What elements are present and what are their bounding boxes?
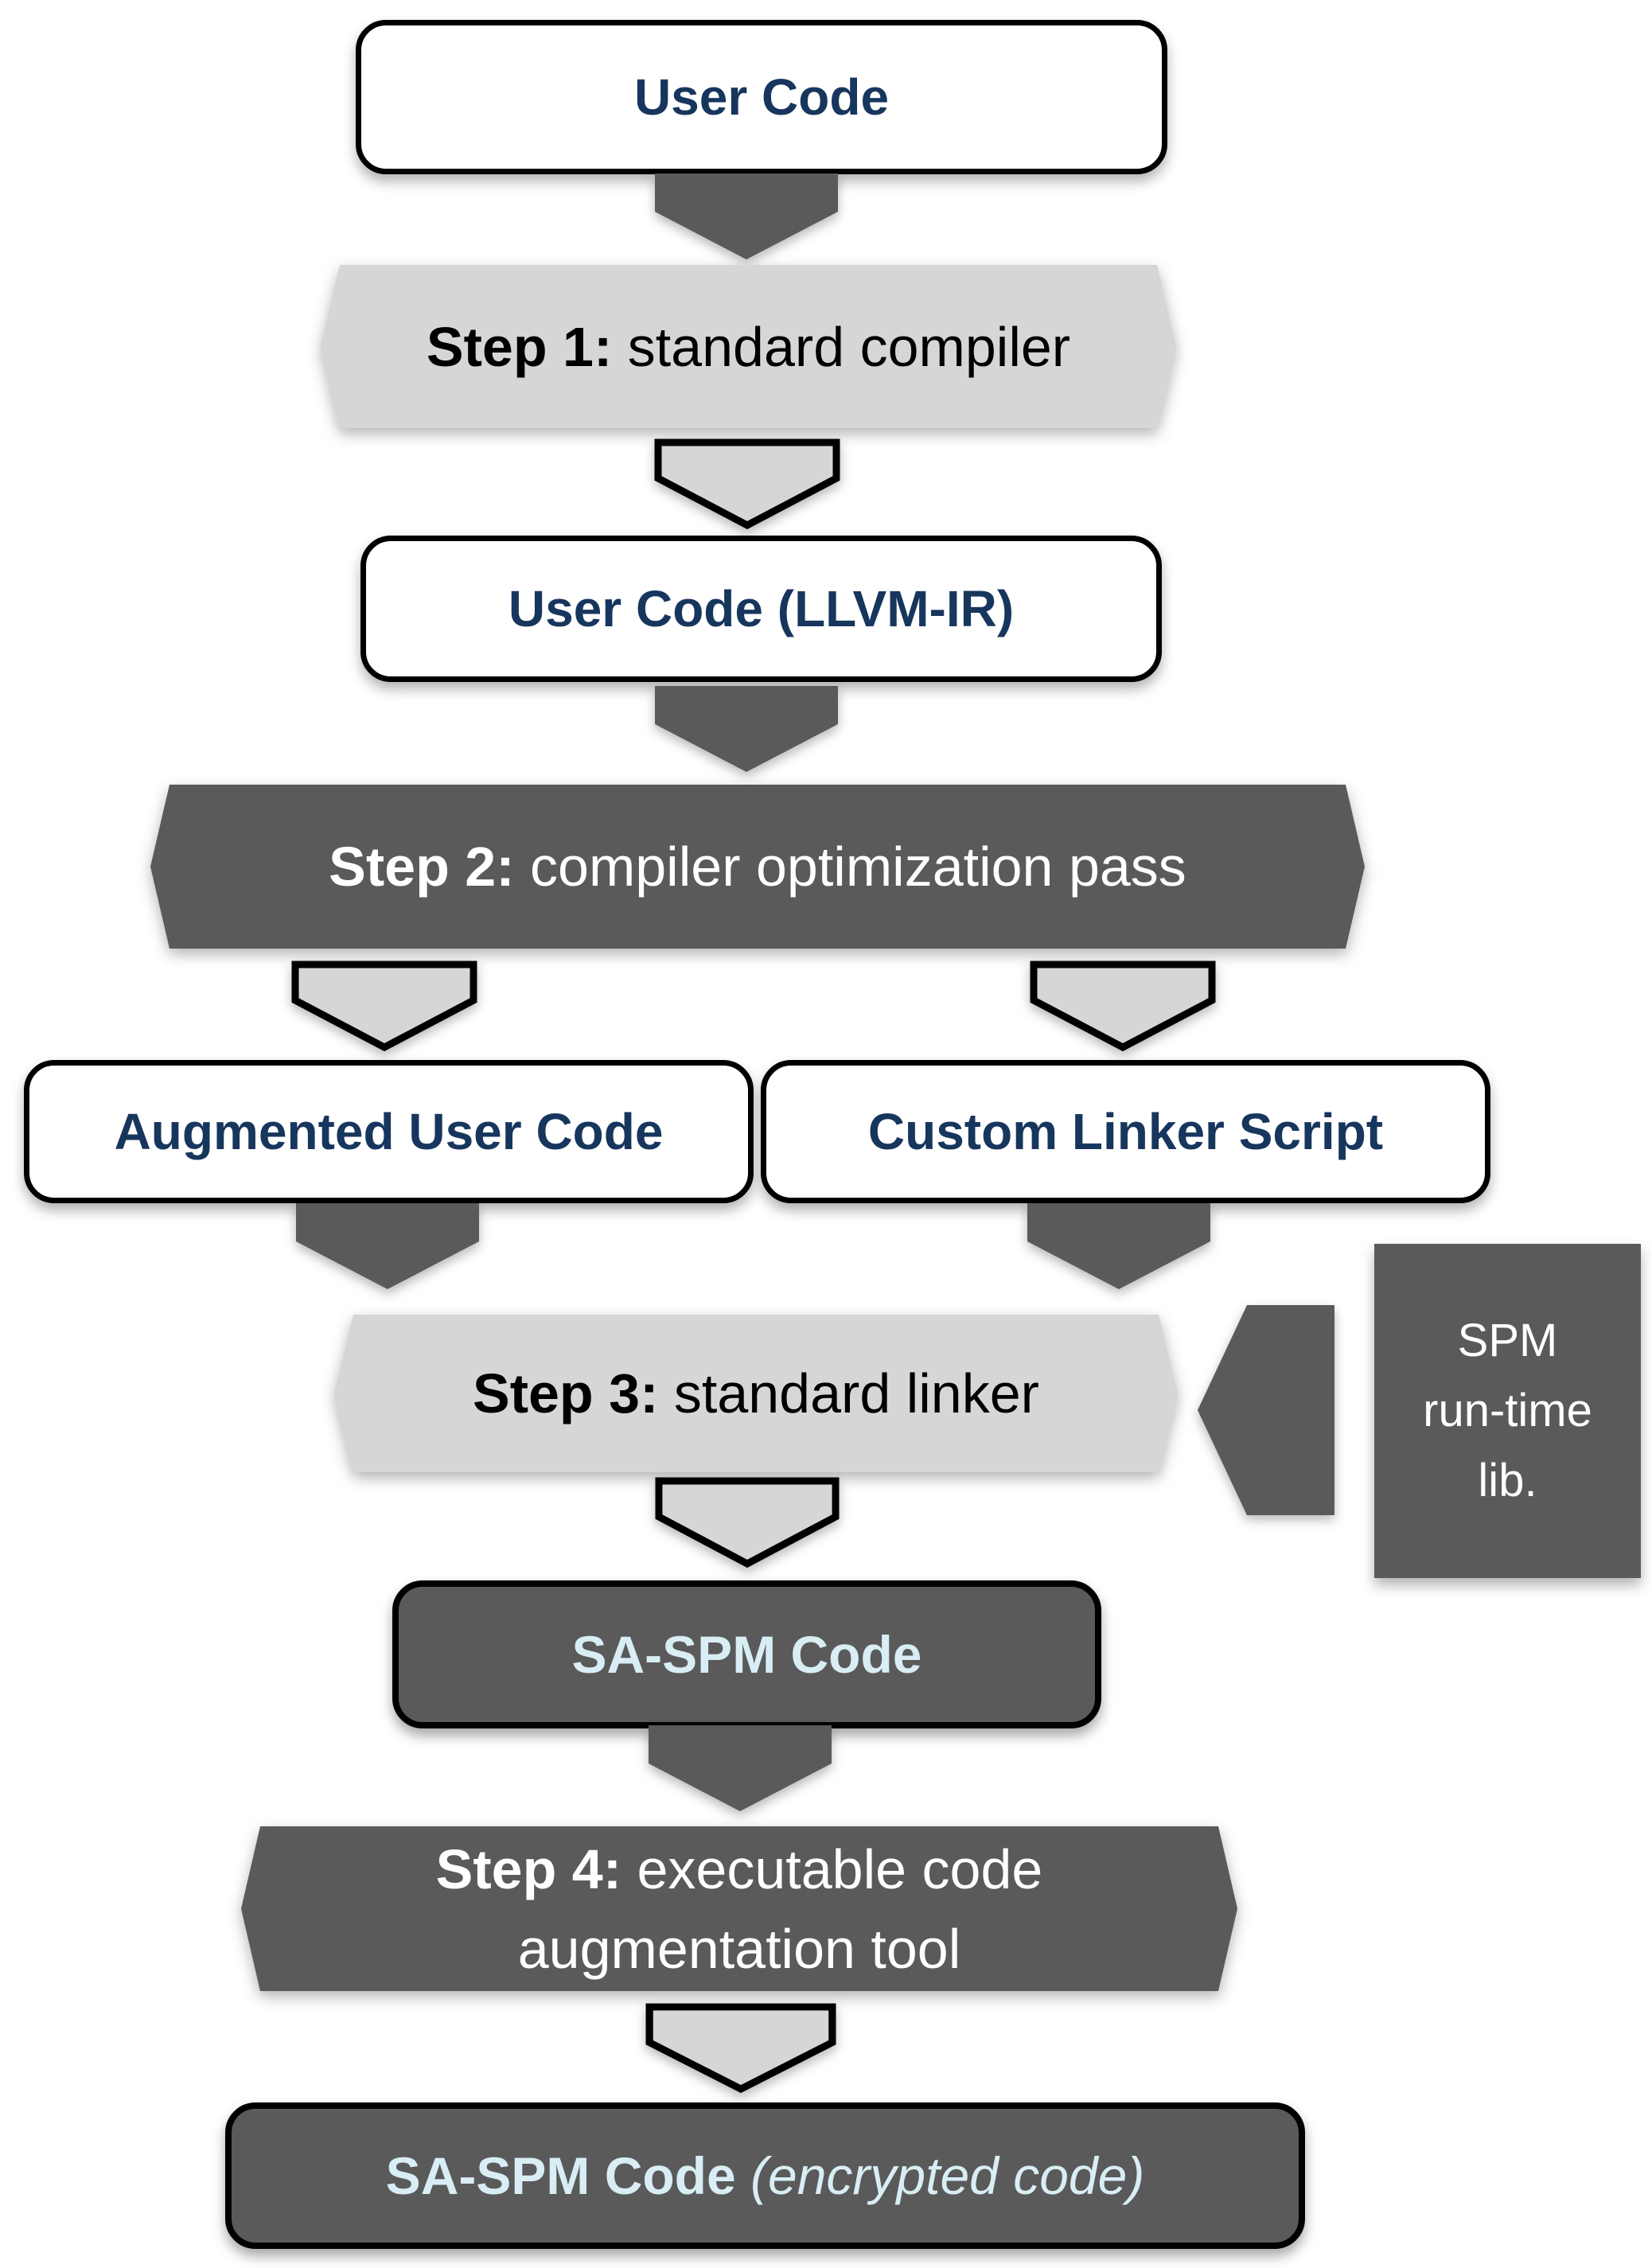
step3-desc: standard linker (658, 1362, 1039, 1424)
step4-desc: executable code (621, 1837, 1043, 1900)
encrypted-bold-part: SA-SPM Code (385, 2146, 736, 2205)
spm-runtime-lib-line2: run-time (1423, 1385, 1592, 1436)
down-arrow-icon (1030, 961, 1216, 1051)
down-arrow-icon (654, 438, 840, 529)
box-user-code-llvm-ir-label: User Code (LLVM-IR) (508, 580, 1015, 637)
banner-step4-line1: Step 4: executable code (436, 1830, 1043, 1909)
step2-desc: compiler optimization pass (514, 836, 1186, 898)
banner-step4: Step 4: executable code augmentation too… (241, 1826, 1237, 1991)
left-arrow-icon (1198, 1305, 1334, 1515)
step3-number: Step 3: (473, 1362, 659, 1424)
banner-step1: Step 1: standard compiler (321, 265, 1176, 428)
box-custom-linker-script: Custom Linker Script (761, 1060, 1490, 1203)
box-user-code: User Code (356, 20, 1167, 174)
arrow-custom-linker-script-to-step3 (1027, 1203, 1210, 1289)
arrow-step2-to-custom-linker-script (1030, 961, 1216, 1051)
banner-step2: Step 2: compiler optimization pass (150, 785, 1365, 949)
banner-step2-label: Step 2: compiler optimization pass (329, 827, 1186, 906)
arrow-step1-to-llvm-ir (654, 438, 840, 529)
arrow-step2-to-augmented-user-code (291, 961, 477, 1051)
arrow-sa-spm-code-to-step4 (649, 1725, 832, 1811)
arrow-augmented-user-code-to-step3 (296, 1203, 479, 1289)
down-arrow-icon (645, 2003, 836, 2093)
box-user-code-llvm-ir: User Code (LLVM-IR) (360, 536, 1162, 682)
step1-number: Step 1: (426, 315, 613, 378)
box-user-code-label: User Code (633, 68, 890, 126)
down-arrow-icon (649, 1725, 832, 1811)
box-sa-spm-code-encrypted-label: SA-SPM Code (encrypted code) (386, 2145, 1145, 2206)
down-arrow-icon (1027, 1203, 1210, 1289)
step4-number: Step 4: (435, 1837, 622, 1900)
banner-step1-label: Step 1: standard compiler (427, 307, 1070, 387)
arrow-spm-runtime-lib-to-step3 (1198, 1305, 1334, 1515)
arrow-user-code-to-step1 (655, 173, 838, 259)
box-spm-runtime-lib: SPM run-time lib. (1374, 1244, 1641, 1578)
encrypted-italic-part: (encrypted code) (735, 2146, 1145, 2205)
arrow-llvm-ir-to-step2 (655, 686, 838, 772)
down-arrow-icon (655, 1477, 840, 1568)
down-arrow-icon (296, 1203, 479, 1289)
down-arrow-icon (291, 961, 477, 1051)
spm-runtime-lib-line3: lib. (1478, 1455, 1537, 1506)
down-arrow-icon (655, 686, 838, 772)
banner-step3-label: Step 3: standard linker (473, 1354, 1039, 1433)
step2-number: Step 2: (329, 836, 515, 898)
box-sa-spm-code: SA-SPM Code (392, 1580, 1101, 1728)
banner-step3: Step 3: standard linker (334, 1315, 1178, 1472)
down-arrow-icon (655, 173, 838, 259)
arrow-step3-to-sa-spm-code (655, 1477, 840, 1568)
box-augmented-user-code-label: Augmented User Code (114, 1103, 664, 1160)
box-sa-spm-code-encrypted: SA-SPM Code (encrypted code) (225, 2102, 1305, 2249)
spm-runtime-lib-line1: SPM (1457, 1315, 1558, 1366)
step1-desc: standard compiler (612, 315, 1071, 378)
banner-step4-line2: augmentation tool (517, 1917, 961, 1980)
arrow-step4-to-sa-spm-code-encrypted (645, 2003, 836, 2093)
box-sa-spm-code-label: SA-SPM Code (571, 1625, 922, 1684)
box-augmented-user-code: Augmented User Code (24, 1060, 754, 1203)
box-custom-linker-script-label: Custom Linker Script (867, 1103, 1384, 1160)
